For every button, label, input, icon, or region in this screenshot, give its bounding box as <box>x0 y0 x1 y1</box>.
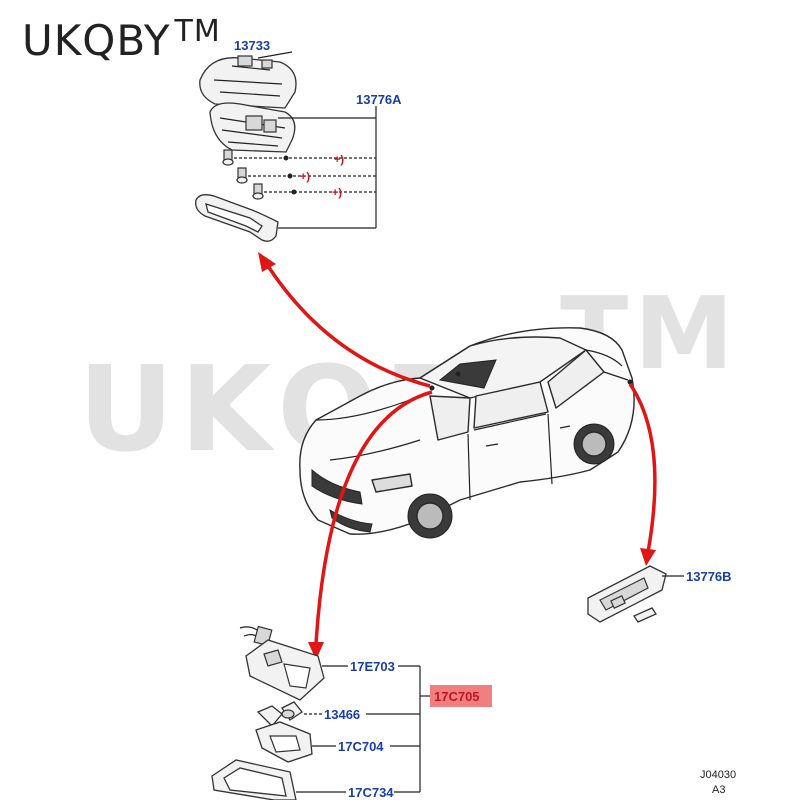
label-13466: 13466 <box>324 707 360 722</box>
reference-code: J04030 <box>700 769 736 781</box>
plus-mark-3: +) <box>332 187 342 199</box>
label-13776A: 13776A <box>356 92 402 107</box>
brand-name: UKQBY <box>22 16 171 65</box>
front-grille <box>311 468 363 505</box>
brand-tm: TM <box>174 14 221 49</box>
label-17C705: 17C705 <box>434 689 480 704</box>
arrow-to-overhead <box>266 265 431 388</box>
overhead-console-assembly <box>195 51 377 242</box>
bulb-3 <box>252 183 264 200</box>
highlight-box <box>430 685 492 707</box>
car-illustration <box>299 327 635 539</box>
reference-size: A3 <box>712 784 725 796</box>
label-13733: 13733 <box>234 38 270 53</box>
map-light-assembly <box>211 625 430 800</box>
sunroof <box>438 359 497 389</box>
trunk-lamp-assembly <box>587 565 684 623</box>
label-13776B: 13776B <box>686 569 732 584</box>
bulb-1 <box>222 149 234 166</box>
arrow-to-trunk-lamp <box>628 383 657 553</box>
callout-arrows <box>258 252 657 660</box>
label-17C734: 17C734 <box>348 785 394 800</box>
plus-mark-1: +) <box>334 154 344 166</box>
bulb-2 <box>236 167 248 184</box>
arrow-to-map-light <box>314 390 433 645</box>
trunk-lamp-bulb <box>633 607 657 623</box>
label-17C704: 17C704 <box>338 739 384 754</box>
plus-mark-2: +) <box>300 171 310 183</box>
label-17E703: 17E703 <box>350 659 395 674</box>
